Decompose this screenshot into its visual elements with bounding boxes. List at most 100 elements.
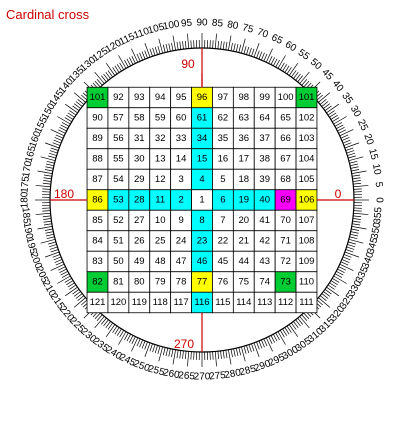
grid-cell-number: 69: [280, 195, 291, 206]
grid-cell-number: 41: [259, 215, 270, 226]
dial-minor-tick: [150, 344, 153, 352]
dial-minor-tick: [353, 221, 361, 222]
dial-minor-tick: [231, 43, 233, 51]
dial-minor-tick: [45, 169, 53, 171]
dial-minor-tick: [213, 40, 214, 48]
grid-cell-number: 22: [218, 236, 229, 247]
dial-minor-tick: [171, 349, 173, 357]
dial-minor-tick: [44, 224, 52, 225]
dial-minor-tick: [337, 269, 344, 273]
dial-major-tick: [36, 213, 51, 214]
dial-minor-tick: [59, 269, 66, 273]
grid-cell-number: 81: [113, 277, 124, 288]
degree-label: 50: [308, 57, 324, 73]
dial-major-tick: [266, 49, 272, 63]
dial-minor-tick: [46, 234, 54, 236]
dial-major-tick: [334, 276, 347, 284]
dial-minor-tick: [58, 267, 65, 271]
dial-major-tick: [278, 332, 286, 345]
dial-minor-tick: [346, 148, 354, 151]
dial-minor-tick: [42, 189, 50, 190]
grid-cell-number: 55: [113, 154, 124, 165]
grid-cell-number: 13: [155, 154, 166, 165]
dial-minor-tick: [353, 181, 361, 182]
grid-cell-number: 73: [280, 277, 291, 288]
grid-cell-number: 100: [278, 92, 294, 103]
dial-minor-tick: [132, 56, 136, 63]
grid-cell-number: 17: [239, 154, 250, 165]
dial-minor-tick: [183, 41, 184, 49]
dial-minor-tick: [44, 221, 52, 222]
dial-minor-tick: [351, 169, 359, 171]
grid-cell-number: 90: [92, 113, 103, 124]
degree-label: 170: [21, 160, 35, 179]
dial-major-tick: [119, 332, 127, 345]
degree-label: 180: [20, 191, 31, 208]
dial-minor-tick: [269, 337, 273, 344]
dial-major-tick: [38, 171, 53, 174]
dial-minor-tick: [45, 167, 53, 169]
grid-cell-number: 45: [218, 256, 229, 267]
grid-cell-number: 109: [299, 256, 315, 267]
dial-major-tick: [173, 350, 176, 365]
degree-label: 45: [319, 67, 335, 83]
dial-minor-tick: [139, 53, 142, 60]
grid-cell-number: 117: [174, 297, 189, 308]
dial-major-tick: [352, 226, 367, 229]
dial-minor-tick: [343, 140, 350, 143]
dial-minor-tick: [45, 232, 53, 234]
grid-cell-number: 20: [239, 215, 250, 226]
dial-minor-tick: [218, 41, 219, 49]
dial-minor-tick: [353, 178, 361, 179]
grid-cell-number: 116: [194, 297, 209, 308]
dial-minor-tick: [129, 335, 133, 342]
grid-cell-number: 35: [218, 133, 229, 144]
degree-label: 40: [330, 78, 346, 94]
dial-minor-tick: [50, 151, 58, 153]
grid-cell-number: 30: [134, 154, 145, 165]
dial-minor-tick: [166, 44, 168, 52]
dial-major-tick: [131, 338, 137, 352]
grid-cell-number: 72: [280, 256, 291, 267]
dial-major-tick: [334, 117, 347, 125]
grid-cell-number: 44: [239, 256, 250, 267]
dial-minor-tick: [139, 340, 142, 347]
dial-major-tick: [352, 171, 367, 174]
grid-cell-number: 47: [176, 256, 187, 267]
grid-cell-number: 67: [280, 154, 291, 165]
grid-cell-number: 104: [299, 154, 315, 165]
degree-label: 25: [355, 118, 370, 133]
dial-major-tick: [57, 117, 70, 125]
grid-cell-number: 88: [92, 154, 103, 165]
grid-cell-number: 4: [199, 174, 204, 185]
dial-major-tick: [254, 43, 259, 57]
dial-minor-tick: [42, 211, 50, 212]
dial-minor-tick: [341, 135, 348, 138]
grid-cell-number: 103: [299, 133, 315, 144]
grid-cell-number: 87: [92, 174, 103, 185]
grid-cell-number: 24: [176, 236, 187, 247]
grid-cell-number: 70: [280, 215, 291, 226]
grid-cell-number: 26: [134, 236, 145, 247]
grid-cell-number: 54: [113, 174, 124, 185]
dial-major-tick: [266, 338, 272, 352]
dial-minor-tick: [177, 42, 178, 50]
dial-minor-tick: [56, 262, 63, 265]
dial-major-tick: [51, 129, 65, 135]
grid-cell-number: 56: [113, 133, 124, 144]
dial-major-tick: [45, 252, 59, 257]
dial-minor-tick: [343, 257, 350, 260]
dial-major-tick: [57, 276, 70, 284]
dial-major-tick: [38, 226, 53, 229]
dial-minor-tick: [349, 237, 357, 239]
dial-minor-tick: [49, 244, 57, 246]
dial-minor-tick: [127, 334, 131, 341]
dial-minor-tick: [155, 47, 157, 55]
dial-minor-tick: [246, 345, 248, 353]
grid-cell-number: 101: [299, 92, 315, 103]
dial-major-tick: [228, 36, 231, 51]
dial-minor-tick: [259, 52, 262, 59]
dial-minor-tick: [54, 257, 61, 260]
dial-minor-tick: [129, 57, 133, 64]
dial-minor-tick: [352, 175, 360, 176]
